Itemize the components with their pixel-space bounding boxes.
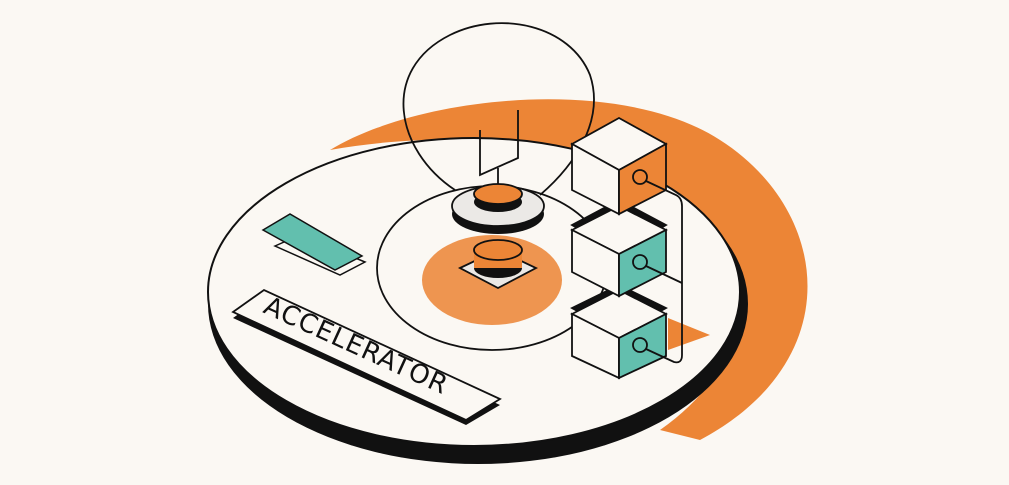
socket-cap bbox=[473, 183, 523, 205]
bulb-filament bbox=[479, 110, 519, 177]
bulb-glass bbox=[402, 22, 595, 196]
teal-card bbox=[261, 213, 364, 271]
cube-stack bbox=[570, 116, 683, 380]
orange-arc-shape bbox=[330, 99, 808, 441]
orange-triangle bbox=[668, 318, 710, 350]
lower-button-top bbox=[473, 239, 523, 261]
